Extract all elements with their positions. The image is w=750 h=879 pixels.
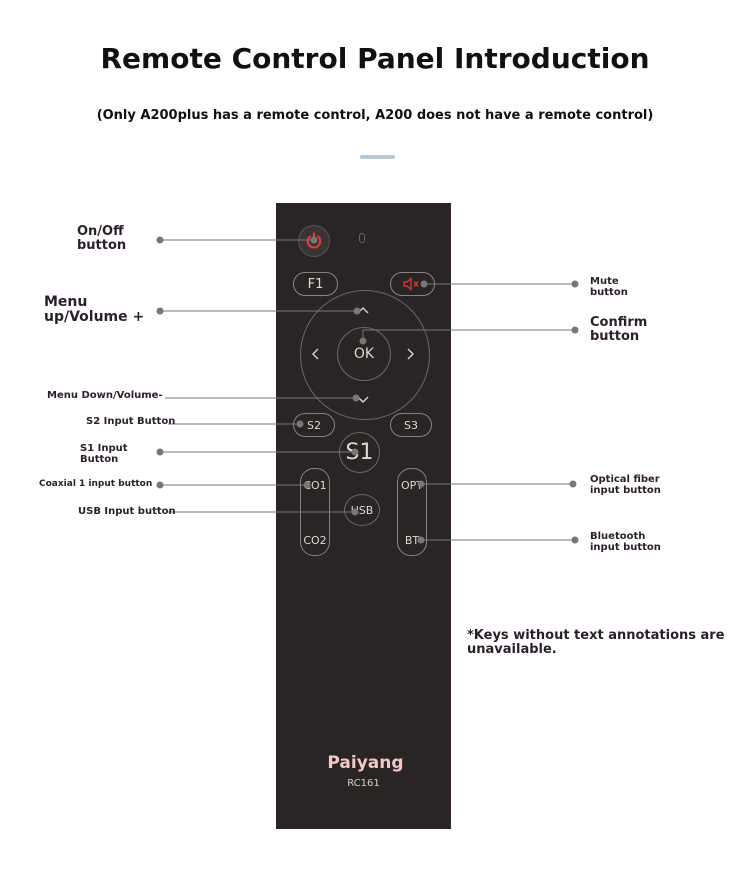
s3-button: S3 — [390, 413, 432, 437]
divider — [360, 155, 395, 159]
dpad-ring — [300, 290, 430, 420]
bt-button: BT — [404, 534, 420, 547]
page-title: Remote Control Panel Introduction — [100, 42, 650, 75]
page-subtitle: (Only A200plus has a remote control, A20… — [96, 108, 654, 123]
indicator-led — [359, 233, 365, 243]
leader-confirm — [362, 329, 575, 341]
right-arrow-icon — [407, 348, 414, 360]
label-usb-input: USB Input button — [78, 506, 176, 517]
label-s2-input: S2 Input Button — [86, 416, 176, 427]
left-arrow-icon — [312, 348, 319, 360]
label-coaxial1: Coaxial 1 input button — [39, 479, 153, 489]
speaker-mute-icon — [402, 277, 419, 291]
co2-button: CO2 — [303, 534, 327, 547]
brand-logo: Paiyang — [327, 753, 404, 773]
ok-button: OK — [337, 327, 391, 381]
optical-bluetooth-column: OPT BT — [397, 468, 427, 556]
down-arrow-icon — [357, 396, 369, 403]
unavailable-keys-note: *Keys without text annotations are unava… — [467, 628, 725, 658]
s2-button: S2 — [293, 413, 335, 437]
model-number: RC161 — [347, 778, 380, 789]
label-menu-down: Menu Down/Volume- — [47, 390, 163, 401]
f1-button: F1 — [293, 272, 338, 296]
opt-button: OPT — [400, 479, 423, 492]
